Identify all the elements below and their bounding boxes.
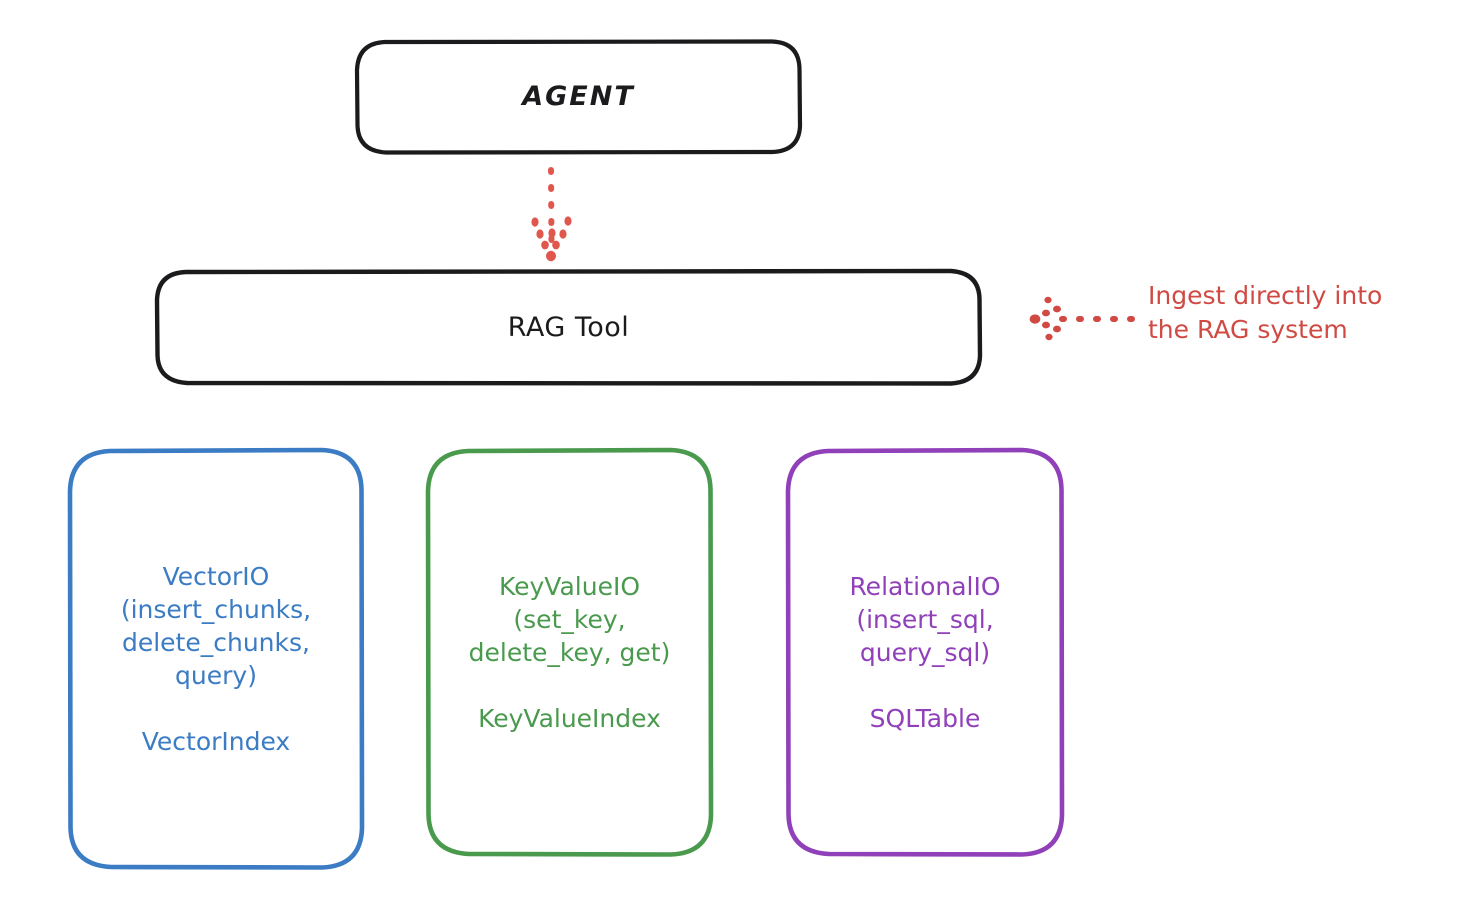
relational-io-node[interactable]: RelationalIO (insert_sql, query_sql) SQL… bbox=[788, 450, 1062, 855]
vector-io-box-outline bbox=[67, 447, 365, 870]
agent-node-label: AGENT bbox=[522, 81, 635, 113]
vector-io-node-label: VectorIO (insert_chunks, delete_chunks, … bbox=[120, 562, 312, 756]
vector-io-node[interactable]: VectorIO (insert_chunks, delete_chunks, … bbox=[70, 450, 362, 868]
relational-io-box-outline bbox=[785, 447, 1065, 857]
key-value-io-node[interactable]: KeyValueIO (set_key, delete_key, get) Ke… bbox=[428, 450, 711, 855]
relational-io-node-label: RelationalIO (insert_sql, query_sql) SQL… bbox=[849, 572, 1001, 733]
agent-box-outline bbox=[354, 39, 803, 155]
ingest-annotation-text: Ingest directly into the RAG system bbox=[1148, 281, 1383, 344]
agent-to-rag-connector bbox=[531, 167, 572, 262]
rag-tool-box-outline bbox=[154, 268, 983, 386]
key-value-io-box-outline bbox=[425, 447, 714, 857]
rag-tool-node-label: RAG Tool bbox=[507, 311, 630, 343]
ingest-note-connector bbox=[1029, 296, 1139, 341]
agent-node[interactable]: AGENT bbox=[357, 41, 800, 153]
key-value-io-node-label: KeyValueIO (set_key, delete_key, get) Ke… bbox=[468, 572, 671, 733]
rag-tool-node[interactable]: RAG Tool bbox=[157, 271, 980, 384]
